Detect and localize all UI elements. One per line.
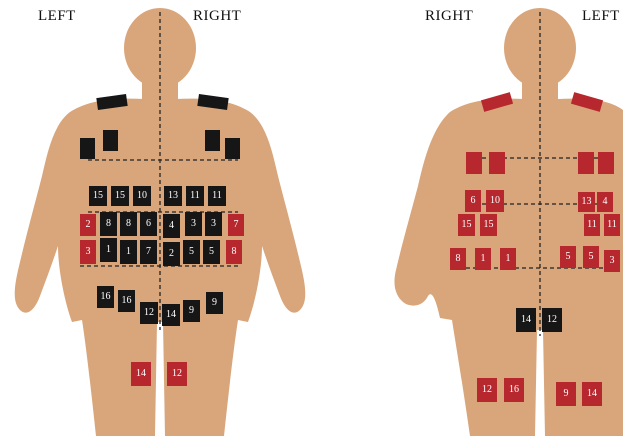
back-site-patch: 3 [604,250,620,272]
back-site-patch: 1 [500,248,516,270]
front-site-patch: 2 [163,242,180,266]
front-site-patch: 12 [140,302,158,324]
front-site-patch: 6 [140,212,157,236]
front-site-patch: 2 [80,214,96,236]
back-upper-patch [578,152,594,174]
back-site-patch: 5 [560,246,576,268]
front-site-patch: 3 [205,212,222,236]
front-site-patch: 4 [163,214,180,238]
front-upper-patch [80,138,95,159]
front-site-patch: 14 [131,362,151,386]
front-site-patch: 3 [185,212,202,236]
back-site-patch: 12 [477,378,497,402]
back-upper-patch [466,152,482,174]
front-site-patch: 10 [133,186,151,206]
back-site-patch: 10 [486,190,504,212]
front-site-patch: 1 [100,238,117,262]
front-site-patch: 14 [162,304,180,326]
back-site-patch: 1 [475,248,491,270]
front-site-patch: 8 [120,212,137,236]
front-upper-patch [225,138,240,159]
front-upper-patch [103,130,118,151]
front-right-label: RIGHT [193,8,241,25]
front-site-patch: 12 [167,362,187,386]
back-site-patch: 5 [583,246,599,268]
back-site-patch: 8 [450,248,466,270]
back-site-patch: 12 [542,308,562,332]
front-site-patch: 8 [100,212,117,236]
front-left-label: LEFT [38,8,76,25]
front-site-patch: 5 [183,240,200,264]
back-right-label: RIGHT [425,8,473,25]
back-site-patch: 15 [458,214,475,236]
front-site-patch: 7 [140,240,157,264]
front-site-patch: 3 [80,240,96,264]
front-site-patch: 13 [164,186,182,206]
back-site-patch: 11 [584,214,600,236]
front-site-patch: 5 [203,240,220,264]
back-site-patch: 14 [516,308,536,332]
back-site-patch: 14 [582,382,602,406]
front-site-patch: 9 [183,300,200,322]
front-site-patch: 9 [206,292,223,314]
back-site-patch: 16 [504,378,524,402]
front-site-patch: 11 [186,186,204,206]
back-site-patch: 9 [556,382,576,406]
back-upper-patch [489,152,505,174]
front-site-patch: 8 [226,240,242,264]
back-left-label: LEFT [582,8,620,25]
front-site-patch: 15 [111,186,129,206]
front-upper-patch [205,130,220,151]
back-site-patch: 11 [604,214,620,236]
back-site-patch: 13 [578,192,595,212]
back-site-patch: 6 [465,190,481,212]
back-site-patch: 4 [597,192,613,212]
front-site-patch: 16 [97,286,114,308]
front-site-patch: 15 [89,186,107,206]
front-site-patch: 7 [228,214,244,236]
front-site-patch: 11 [208,186,226,206]
back-site-patch: 15 [480,214,497,236]
back-upper-patch [598,152,614,174]
front-site-patch: 1 [120,240,137,264]
front-site-patch: 16 [118,290,135,312]
